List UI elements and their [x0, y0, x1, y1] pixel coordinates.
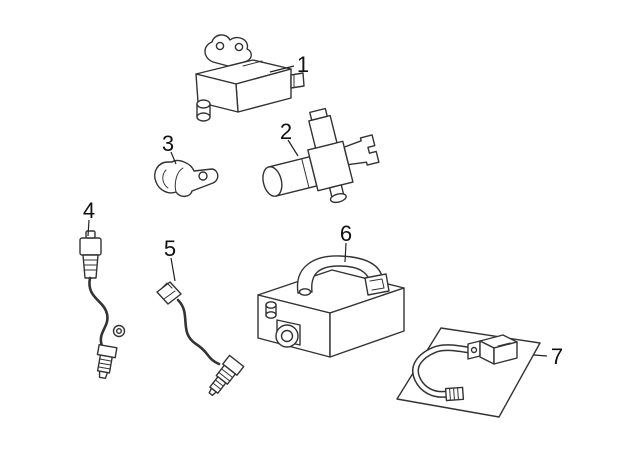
part-3-drawing[interactable] — [154, 159, 219, 198]
part-5-drawing[interactable] — [156, 281, 245, 400]
callout-5[interactable]: 5 — [164, 236, 176, 261]
callout-3[interactable]: 3 — [162, 131, 174, 156]
part-6-drawing[interactable] — [257, 255, 405, 358]
part-1-drawing[interactable] — [195, 34, 305, 122]
callout-1[interactable]: 1 — [297, 52, 309, 77]
leader-line-7 — [533, 354, 548, 357]
callout-2[interactable]: 2 — [280, 119, 292, 144]
callout-6[interactable]: 6 — [340, 221, 352, 246]
callout-7[interactable]: 7 — [551, 344, 563, 369]
leader-line-5 — [170, 257, 176, 282]
leader-line-4 — [87, 219, 90, 237]
leader-line-2 — [287, 139, 299, 157]
part-2-drawing[interactable] — [250, 99, 386, 219]
leader-line-6 — [344, 242, 347, 263]
callout-4[interactable]: 4 — [83, 198, 95, 223]
part-7-drawing[interactable] — [396, 327, 541, 418]
leader-line-1 — [269, 65, 295, 73]
part-4-drawing[interactable] — [79, 230, 126, 379]
leader-line-3 — [170, 151, 177, 165]
